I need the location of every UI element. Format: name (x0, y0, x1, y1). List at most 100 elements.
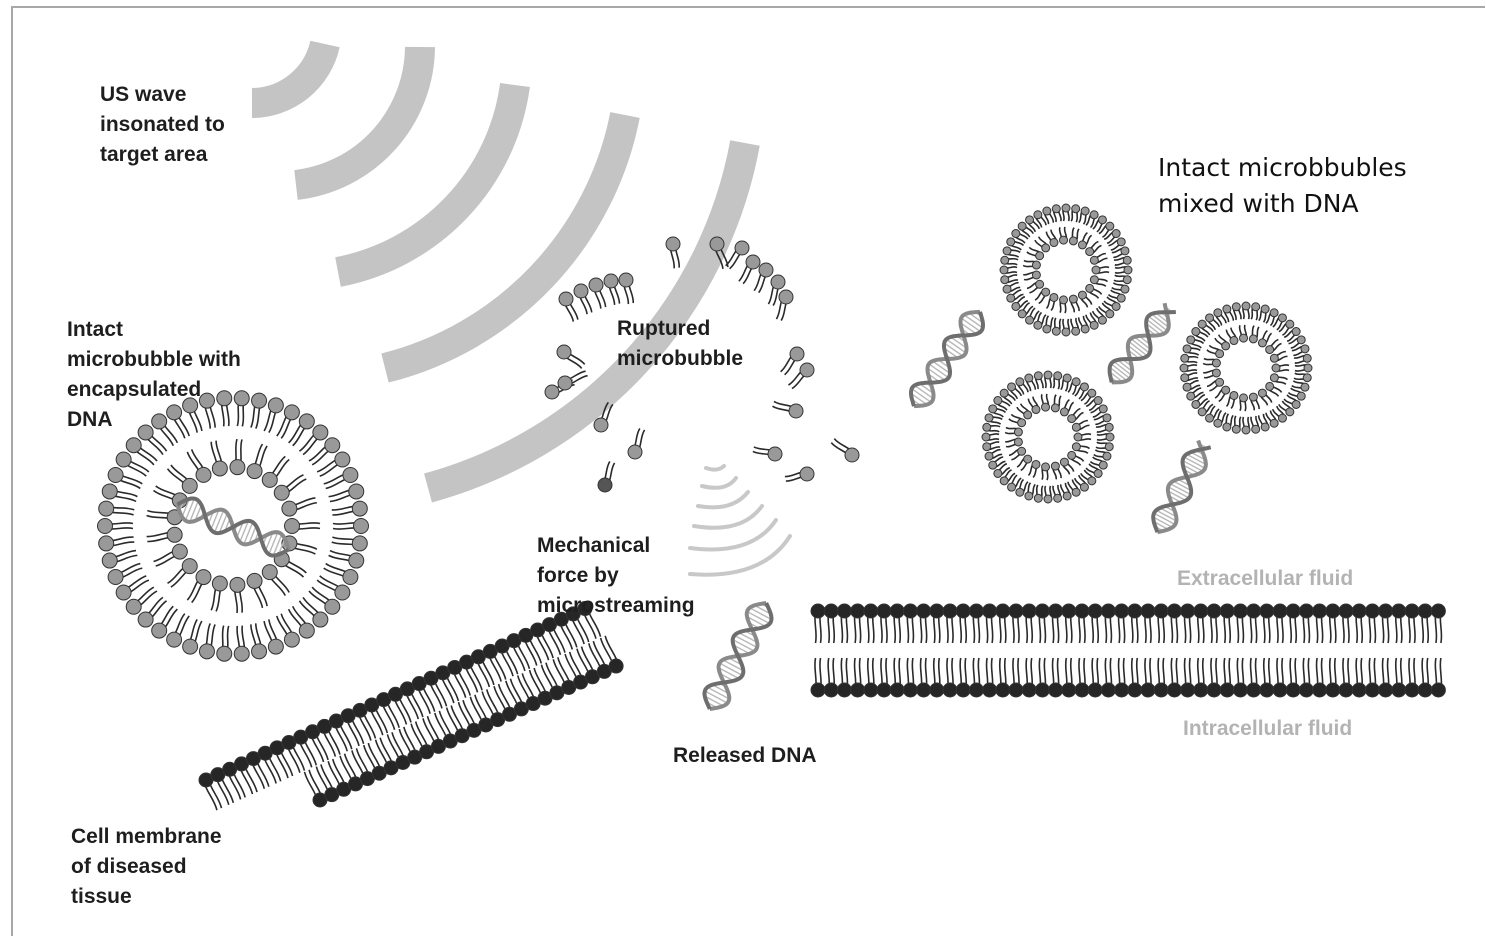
lipid (264, 398, 283, 433)
lipid (1181, 373, 1198, 382)
lipid (1240, 394, 1248, 411)
lipid (1181, 354, 1198, 363)
lipid (1005, 438, 1022, 447)
membrane-lipid-top (1392, 604, 1406, 643)
lipid (1090, 254, 1107, 265)
lipid (102, 484, 137, 501)
membrane-lipid-top (1379, 604, 1393, 643)
lipid (1042, 463, 1050, 480)
membrane-lipid-top (956, 604, 970, 643)
membrane-lipid-top (811, 604, 825, 643)
membrane-lipid-top (917, 604, 931, 643)
membrane-lipid-top (1273, 604, 1287, 643)
membrane-lipid-top (1207, 604, 1221, 643)
membrane-lipid-top (1299, 604, 1313, 643)
lipid (262, 456, 289, 487)
lipid (99, 501, 135, 516)
membrane-lipid-bottom (1431, 658, 1445, 697)
membrane-lipid-bottom (1088, 658, 1102, 697)
lipid (1251, 416, 1260, 433)
membrane-lipid-bottom (1392, 658, 1406, 697)
dna-helix-released (698, 597, 777, 715)
lipid (1203, 369, 1220, 378)
membrane-lipid-bottom (1273, 658, 1287, 697)
membrane-lipid-top (1022, 604, 1036, 643)
lipid (168, 559, 198, 587)
lipid (285, 519, 321, 534)
lipid (1027, 247, 1044, 259)
lipid (247, 444, 267, 478)
ruptured-lipid-7 (776, 290, 793, 321)
ruptured-lipid-13 (557, 345, 585, 368)
lipid (1046, 293, 1058, 310)
lipid (1203, 358, 1220, 367)
lipid (147, 527, 183, 542)
label-cell-membrane: Cell membrane of diseased tissue (71, 822, 222, 912)
lipid (1052, 318, 1061, 335)
label-intact-microbubbles-mixed: Intact microbbubles mixed with DNA (1158, 150, 1407, 222)
lipid (1051, 462, 1061, 479)
ruptured-lipid-17 (558, 371, 588, 390)
membrane-lipid-bottom (1299, 658, 1313, 697)
lipid (1240, 325, 1248, 342)
membrane-lipid-bottom (837, 658, 851, 697)
dna-helix-encapsulated (173, 493, 293, 560)
intact-microbubble-small-2 (1180, 302, 1312, 434)
lipid (1266, 382, 1282, 396)
membrane-lipid-top (1405, 604, 1419, 643)
ruptured-lipid-15 (788, 363, 814, 389)
membrane-lipid-top (824, 604, 838, 643)
lipid (1226, 328, 1238, 345)
lipid (1000, 266, 1017, 274)
membrane-lipid-bottom (1049, 658, 1063, 697)
membrane-lipid-bottom (1115, 658, 1129, 697)
membrane-lipid-top (1115, 604, 1129, 643)
membrane-lipid-top (1286, 604, 1300, 643)
dna-helix-mixed-3 (1147, 438, 1215, 538)
lipid (1028, 460, 1040, 477)
membrane-lipid-bottom (1101, 658, 1115, 697)
membrane-lipid-top (1339, 604, 1353, 643)
lipid (333, 519, 369, 534)
membrane-lipid-bottom (811, 658, 825, 697)
ruptured-lipid-18 (772, 401, 803, 418)
lipid (1053, 485, 1062, 502)
membrane-lipid-top (1313, 604, 1327, 643)
lipid (1074, 433, 1091, 441)
membrane-lipid-bottom (1167, 658, 1181, 697)
lipid (1060, 400, 1073, 416)
lipid (1034, 372, 1043, 389)
microstream-arc-4 (694, 506, 762, 528)
lipid (329, 484, 364, 501)
lipid (183, 619, 202, 654)
lipid (329, 551, 364, 568)
lipid (1294, 354, 1311, 363)
lipid (1034, 485, 1043, 502)
lipid (251, 623, 267, 658)
lipid (1035, 288, 1050, 303)
membrane-lipid-top (1233, 604, 1247, 643)
ruptured-lipid-1 (666, 237, 680, 268)
membrane-lipid-bottom (1326, 658, 1340, 697)
lipid (1068, 451, 1084, 465)
membrane-lipid-top (1194, 604, 1208, 643)
membrane-lipid-top (890, 604, 904, 643)
microstream-arc-2 (702, 478, 736, 488)
lipid (1023, 271, 1040, 280)
membrane-lipid-bottom (1339, 658, 1353, 697)
label-extracellular-fluid: Extracellular fluid (1177, 564, 1353, 594)
membrane-lipid-top (1128, 604, 1142, 643)
lipid (982, 433, 999, 441)
lipid (230, 577, 245, 613)
membrane-lipid-bottom (1260, 658, 1274, 697)
lipid (274, 475, 306, 500)
lipid (1249, 326, 1259, 343)
lipid (1017, 404, 1032, 419)
lipid (1097, 433, 1114, 441)
intact-microbubble-small-1 (1000, 204, 1132, 336)
membrane-lipid-top (1326, 604, 1340, 643)
ruptured-lipid-9 (574, 284, 592, 314)
lipid (1072, 421, 1089, 432)
lipid (1072, 443, 1089, 454)
lipid (1078, 233, 1091, 249)
